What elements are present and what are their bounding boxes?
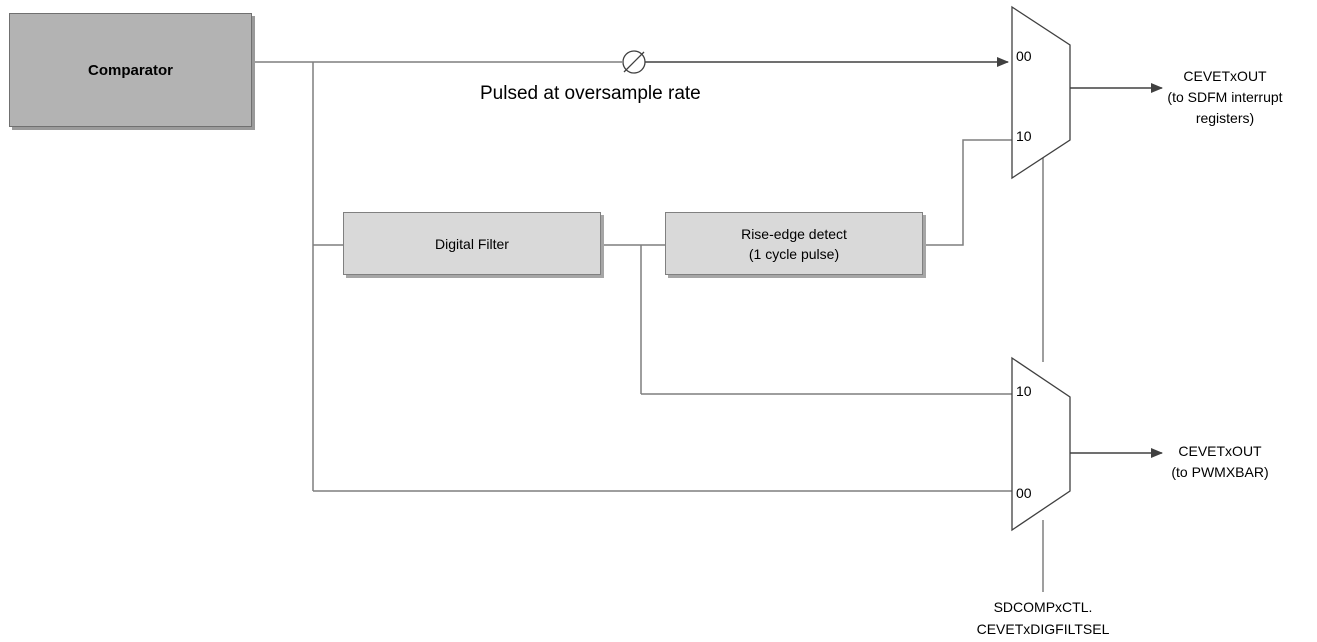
- rise-edge-label-line2: (1 cycle pulse): [748, 245, 840, 262]
- mux-bottom: [1011, 356, 1071, 532]
- rise-edge-detect-block: Rise-edge detect (1 cycle pulse): [665, 212, 923, 275]
- mux-top: [1011, 5, 1071, 180]
- select-signal-label: SDCOMPxCTL. CEVETxDIGFILTSEL: [963, 596, 1123, 640]
- digital-filter-block: Digital Filter: [343, 212, 601, 275]
- top-output-label: CEVETxOUT (to SDFM interrupt registers): [1140, 66, 1310, 129]
- digital-filter-label: Digital Filter: [435, 235, 509, 252]
- top-output-line1: CEVETxOUT: [1183, 68, 1267, 84]
- top-output-line3: registers): [1195, 110, 1255, 126]
- comparator-label: Comparator: [87, 61, 173, 79]
- mux-bottom-input-a: 10: [1016, 383, 1032, 399]
- select-line2: CEVETxDIGFILTSEL: [976, 621, 1110, 637]
- mux-bottom-input-b: 00: [1016, 485, 1032, 501]
- select-line1: SDCOMPxCTL.: [993, 599, 1093, 615]
- oversample-switch-blade: [623, 51, 645, 73]
- bottom-output-line1: CEVETxOUT: [1178, 443, 1262, 459]
- mux-top-input-a: 00: [1016, 48, 1032, 64]
- wire-rise-to-mux-top: [923, 139, 1012, 246]
- top-output-line2: (to SDFM interrupt: [1167, 89, 1283, 105]
- pulsed-label: Pulsed at oversample rate: [480, 83, 701, 104]
- mux-top-input-b: 10: [1016, 128, 1032, 144]
- rise-edge-label-line1: Rise-edge detect: [741, 225, 847, 242]
- bottom-output-line2: (to PWMXBAR): [1171, 464, 1269, 480]
- comparator-block: Comparator: [9, 13, 252, 127]
- bottom-output-label: CEVETxOUT (to PWMXBAR): [1150, 441, 1290, 483]
